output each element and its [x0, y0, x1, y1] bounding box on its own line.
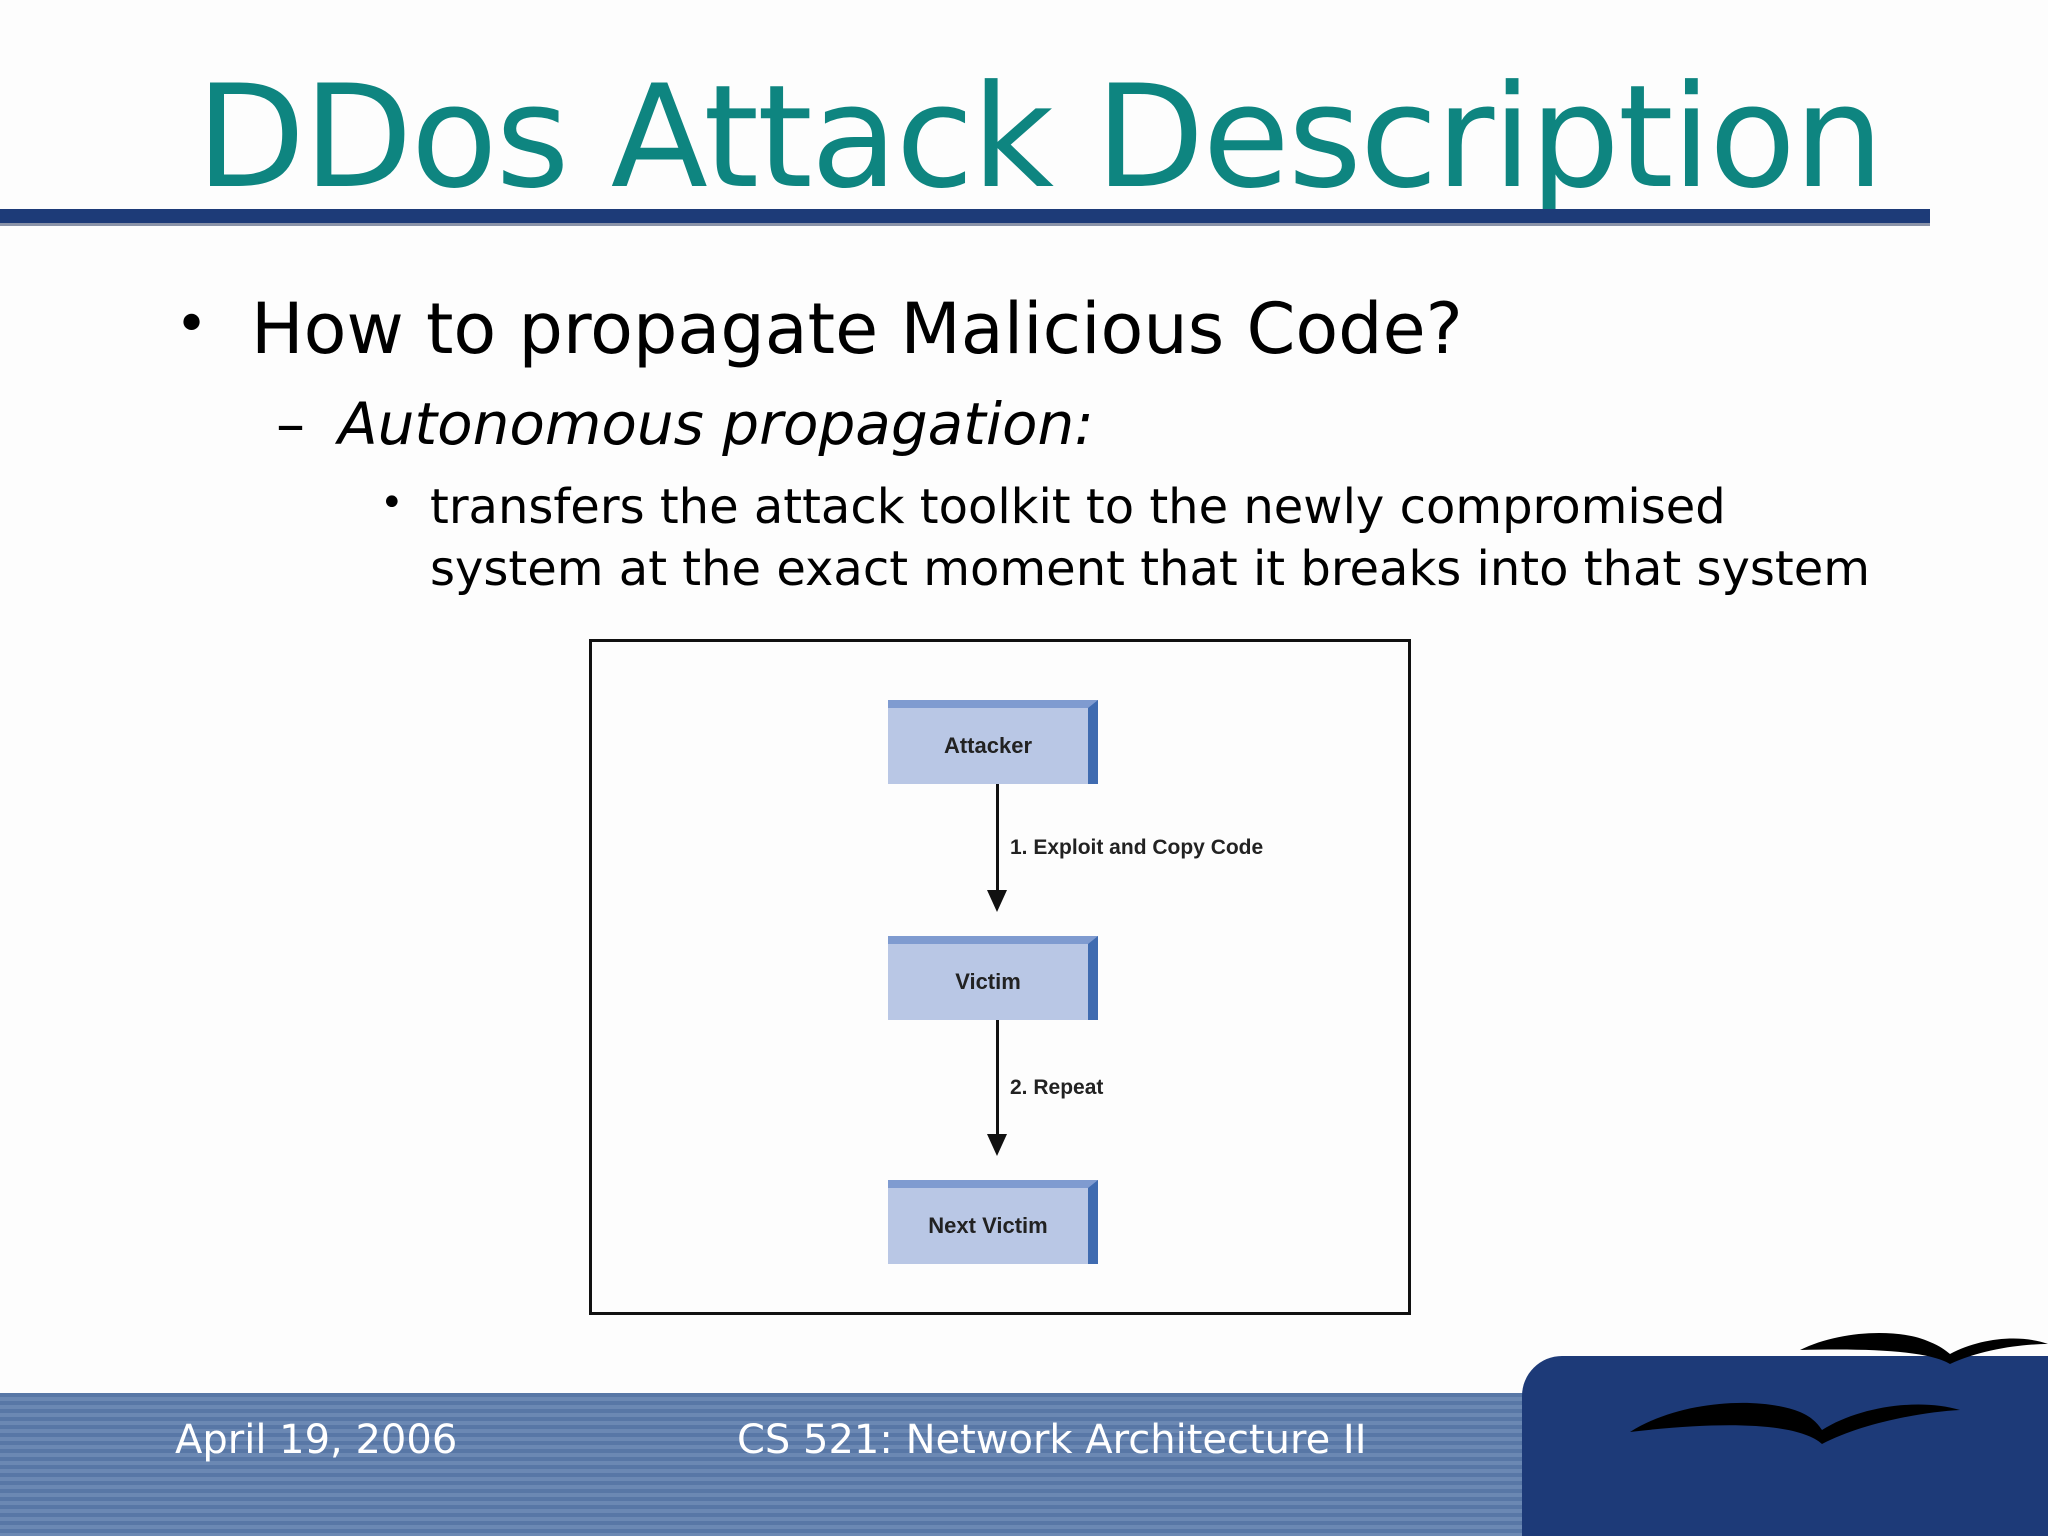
node-victim: Victim [888, 936, 1098, 1020]
bullet-level-1-text: How to propagate Malicious Code? [251, 288, 1463, 370]
node-attacker: Attacker [888, 700, 1098, 784]
title-underline [0, 209, 1930, 226]
propagation-diagram: Attacker 1. Exploit and Copy Code Victim… [589, 639, 1411, 1315]
bullet-dot: • [175, 292, 209, 357]
gull-birds-logo-icon [1630, 1332, 2048, 1444]
bullet-dot: • [380, 480, 404, 526]
logo-panel [1522, 1356, 2048, 1536]
footer-course-title: CS 521: Network Architecture II [737, 1417, 1367, 1463]
bullet-level-2-text: Autonomous propagation: [338, 390, 1094, 458]
arrowhead-down-icon [987, 890, 1007, 912]
edge-label-repeat: 2. Repeat [1010, 1076, 1104, 1099]
arrowhead-down-icon [987, 1134, 1007, 1156]
arrow-repeat [996, 1020, 999, 1138]
bullet-level-3-text: transfers the attack toolkit to the newl… [430, 479, 1870, 597]
arrow-exploit [996, 784, 999, 894]
footer-date: April 19, 2006 [175, 1417, 458, 1463]
slide-title: DDos Attack Description [196, 55, 1884, 220]
node-next-victim: Next Victim [888, 1180, 1098, 1264]
edge-label-exploit: 1. Exploit and Copy Code [1010, 836, 1264, 859]
bullet-dash: – [276, 390, 305, 458]
